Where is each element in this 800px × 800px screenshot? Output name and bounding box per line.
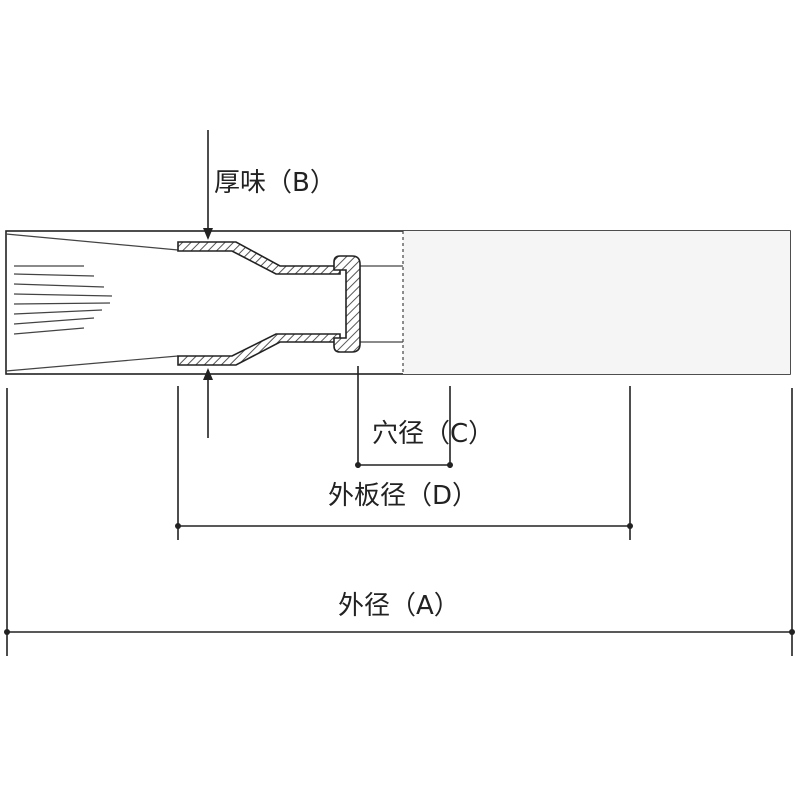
thickness-label: 厚味（B） xyxy=(214,168,336,198)
bristle-lines xyxy=(13,265,113,335)
hole-diameter-label: 穴径（C） xyxy=(372,419,494,449)
hole-lines xyxy=(356,265,403,343)
right-panel xyxy=(403,231,790,374)
cap-flange xyxy=(333,255,361,353)
outer-diameter-dimension xyxy=(4,388,795,656)
outer-diameter-label: 外径（A） xyxy=(338,591,460,621)
hole-diameter-dimension xyxy=(355,366,453,468)
outer-plate-diameter-label: 外板径（D） xyxy=(328,481,478,511)
top-wall xyxy=(177,241,341,275)
outer-plate-diameter-dimension xyxy=(175,386,633,540)
thickness-arrows xyxy=(203,130,213,438)
taper-lines xyxy=(5,233,179,372)
bottom-wall xyxy=(177,333,341,366)
